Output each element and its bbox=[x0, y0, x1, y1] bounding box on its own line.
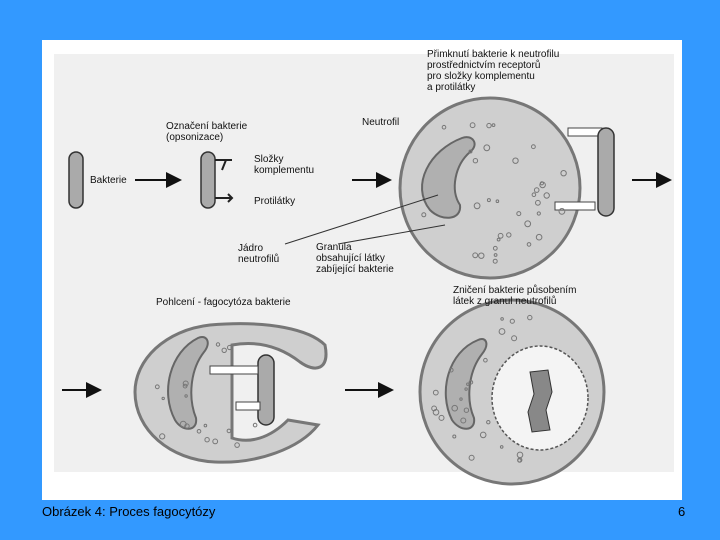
complement-marker bbox=[215, 160, 232, 170]
degraded-bacterium bbox=[528, 370, 552, 432]
label-zniceni-line-2: látek z granul neutrofilů bbox=[453, 296, 576, 307]
label-protilatky: Protilátky bbox=[254, 196, 295, 207]
label-pohlceni: Pohlcení - fagocytóza bakterie bbox=[156, 297, 291, 308]
label-oznaceni: Označení bakterie (opsonizace) bbox=[166, 121, 247, 143]
receptor-1 bbox=[568, 128, 602, 136]
label-jadro: Jádro neutrofilů bbox=[238, 243, 279, 265]
page-number: 6 bbox=[678, 504, 685, 519]
label-granula: Granula obsahující látky zabíjející bakt… bbox=[316, 242, 394, 275]
label-slozky-line-2: komplementu bbox=[254, 165, 314, 176]
label-slozky: Složky komplementu bbox=[254, 154, 314, 176]
label-jadro-line-2: neutrofilů bbox=[238, 254, 279, 265]
label-zniceni-line-1: Zničení bakterie působením bbox=[453, 285, 576, 296]
label-granula-line-3: zabíjející bakterie bbox=[316, 264, 394, 275]
label-primknuti-line-3: pro složky komplementu bbox=[427, 71, 559, 82]
bacterium-2 bbox=[201, 152, 215, 208]
receptor-3 bbox=[210, 366, 258, 374]
bacterium-1 bbox=[69, 152, 83, 208]
label-neutrofil: Neutrofil bbox=[362, 117, 399, 128]
label-granula-line-1: Granula bbox=[316, 242, 394, 253]
label-primknuti-line-4: a protilátky bbox=[427, 82, 559, 93]
label-slozky-line-1: Složky bbox=[254, 154, 314, 165]
label-bakterie: Bakterie bbox=[90, 175, 127, 186]
bacterium-3 bbox=[598, 128, 614, 216]
figure-caption: Obrázek 4: Proces fagocytózy bbox=[42, 504, 215, 519]
receptor-4 bbox=[236, 402, 260, 410]
label-oznaceni-line-2: (opsonizace) bbox=[166, 132, 247, 143]
label-zniceni: Zničení bakterie působením látek z granu… bbox=[453, 285, 576, 307]
engulfing-cell bbox=[135, 324, 326, 462]
label-primknuti: Přimknutí bakterie k neutrofilu prostřed… bbox=[427, 49, 559, 93]
label-primknuti-line-1: Přimknutí bakterie k neutrofilu bbox=[427, 49, 559, 60]
label-primknuti-line-2: prostřednictvím receptorů bbox=[427, 60, 559, 71]
label-oznaceni-line-1: Označení bakterie bbox=[166, 121, 247, 132]
label-granula-line-2: obsahující látky bbox=[316, 253, 394, 264]
antibody-marker bbox=[215, 194, 232, 202]
bacterium-4 bbox=[258, 355, 274, 425]
label-jadro-line-1: Jádro bbox=[238, 243, 279, 254]
granule bbox=[253, 423, 257, 427]
